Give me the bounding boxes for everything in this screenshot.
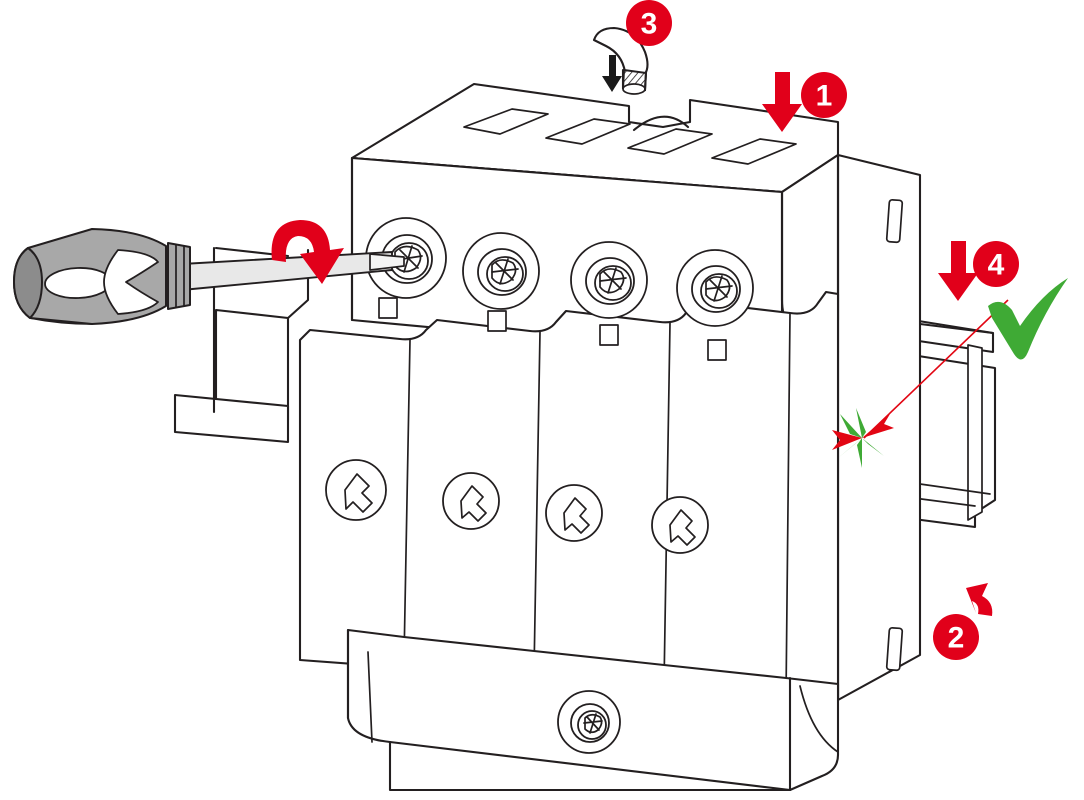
top-window-1	[463, 108, 549, 135]
green-check-mark	[988, 278, 1068, 360]
pole-badge-1	[325, 459, 387, 521]
terminal-screws[interactable]	[365, 217, 754, 327]
step-marker-3: 3	[626, 0, 672, 46]
pole-badge-4	[651, 496, 709, 554]
snap-indicator-group	[832, 278, 1068, 468]
step-4-group: 4	[938, 241, 1019, 301]
down-arrow-thick-4	[938, 241, 978, 301]
top-windows	[463, 108, 797, 165]
indicator-square-4	[707, 339, 727, 361]
indicator-squares	[378, 297, 727, 361]
device-body	[173, 82, 922, 792]
pole-badge-3	[545, 484, 603, 542]
step-1-group: 1	[762, 72, 847, 132]
step-marker-3-label: 3	[641, 8, 658, 41]
terminal-screw-2[interactable]	[462, 232, 540, 310]
lever-insert-down-arrow	[602, 55, 622, 92]
indicator-square-3	[599, 324, 619, 346]
screwdriver[interactable]	[13, 228, 405, 325]
step-marker-4-label: 4	[988, 249, 1005, 282]
screw-rotation-arrow	[271, 220, 344, 284]
terminal-screw-3[interactable]	[570, 241, 648, 319]
indicator-square-2	[487, 310, 507, 332]
side-slot-upper	[885, 198, 904, 244]
snap-click-burst	[832, 408, 894, 468]
leader-line-to-check	[863, 299, 1009, 439]
step-2-group: 2	[933, 583, 993, 660]
top-window-2	[545, 118, 631, 145]
terminal-screw-1[interactable]	[365, 217, 447, 299]
step-marker-2-label: 2	[948, 622, 965, 655]
bottom-terminal-screw[interactable]	[557, 690, 621, 754]
top-window-4	[711, 138, 797, 165]
pole-badge-2	[442, 472, 500, 530]
top-window-3	[627, 128, 713, 155]
side-slot-lower	[885, 626, 904, 672]
pole-badges	[325, 459, 709, 554]
curved-arrow-up-left	[966, 583, 993, 616]
indicator-square-1	[378, 297, 398, 319]
down-arrow-thick-1	[762, 72, 802, 132]
terminal-screw-4[interactable]	[676, 249, 754, 327]
step-marker-1-label: 1	[816, 80, 833, 113]
